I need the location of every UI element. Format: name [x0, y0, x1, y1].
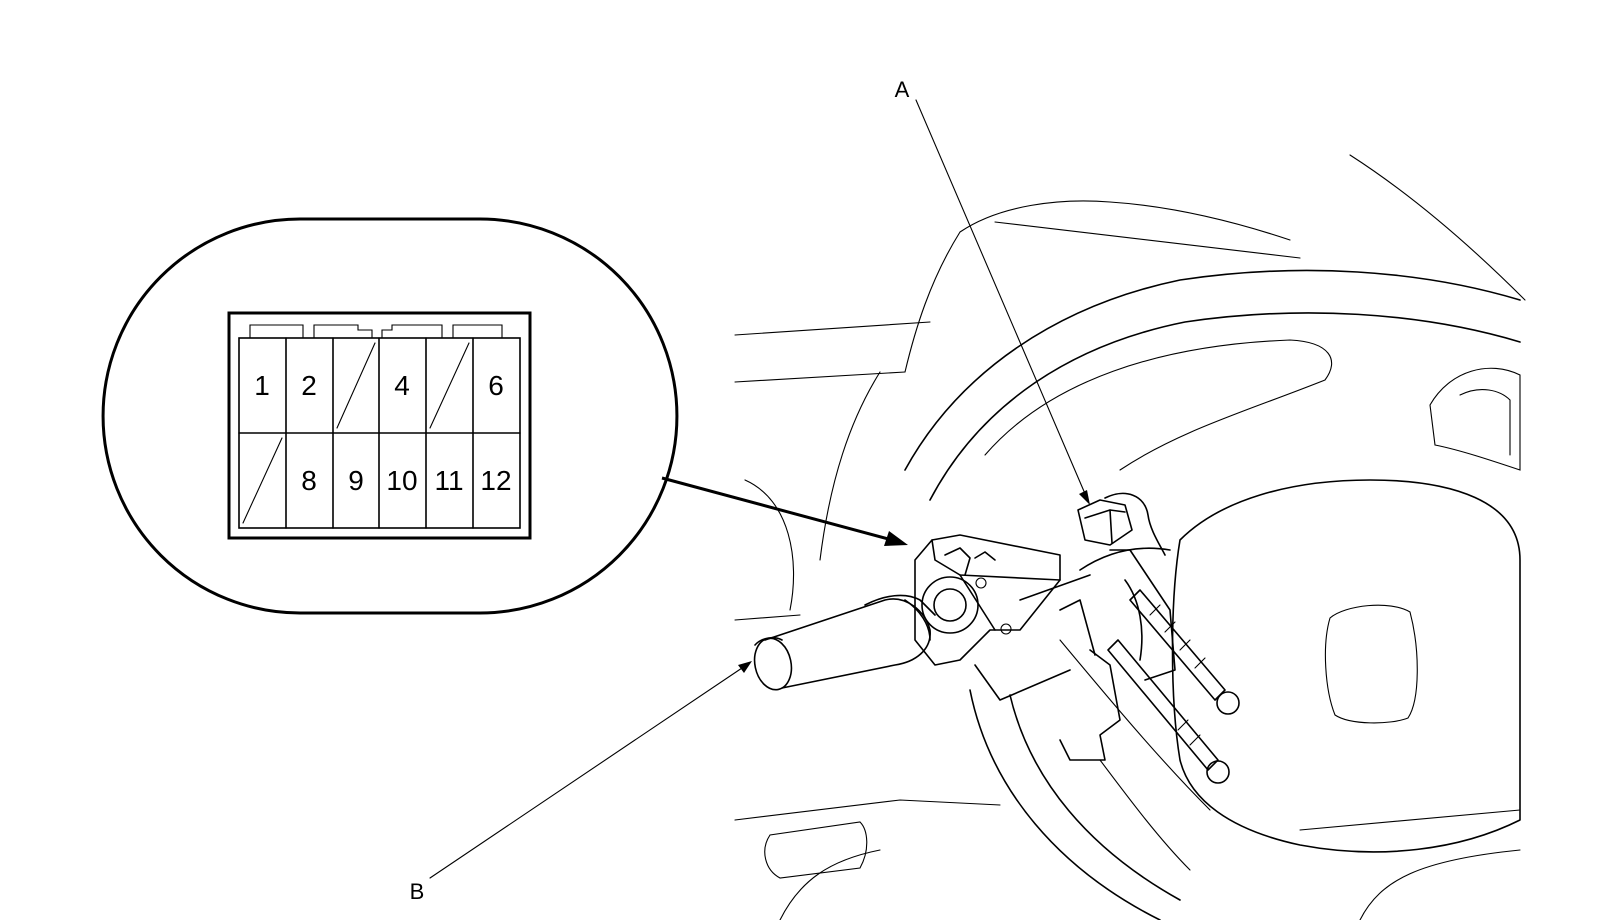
connector-a	[1077, 492, 1166, 556]
pin-8: 8	[301, 465, 317, 496]
dashboard-outline	[734, 154, 1526, 920]
switch-lever-b	[753, 594, 936, 691]
connector-detail-view: 1 2 4 6 8 9 10 11 12	[101, 217, 679, 615]
pin-9: 9	[348, 465, 364, 496]
combination-switch	[914, 534, 1061, 666]
pin-1: 1	[254, 370, 270, 401]
pin-10: 10	[386, 465, 417, 496]
pin-6: 6	[488, 370, 504, 401]
leader-line-b	[429, 661, 752, 879]
callout-label-a: A	[895, 77, 910, 102]
callout-label-b: B	[410, 879, 425, 904]
steering-wheel	[904, 269, 1521, 920]
pin-4: 4	[394, 370, 410, 401]
mounting-screws	[1107, 589, 1240, 784]
pin-12: 12	[480, 465, 511, 496]
detail-pointer-arrow	[661, 476, 908, 546]
connector-face: 1 2 4 6 8 9 10 11 12	[227, 311, 532, 540]
pin-2: 2	[301, 370, 317, 401]
leader-line-a	[915, 99, 1090, 505]
pin-11: 11	[434, 465, 463, 496]
airbag-hub	[1171, 479, 1521, 853]
steering-column	[974, 547, 1176, 761]
